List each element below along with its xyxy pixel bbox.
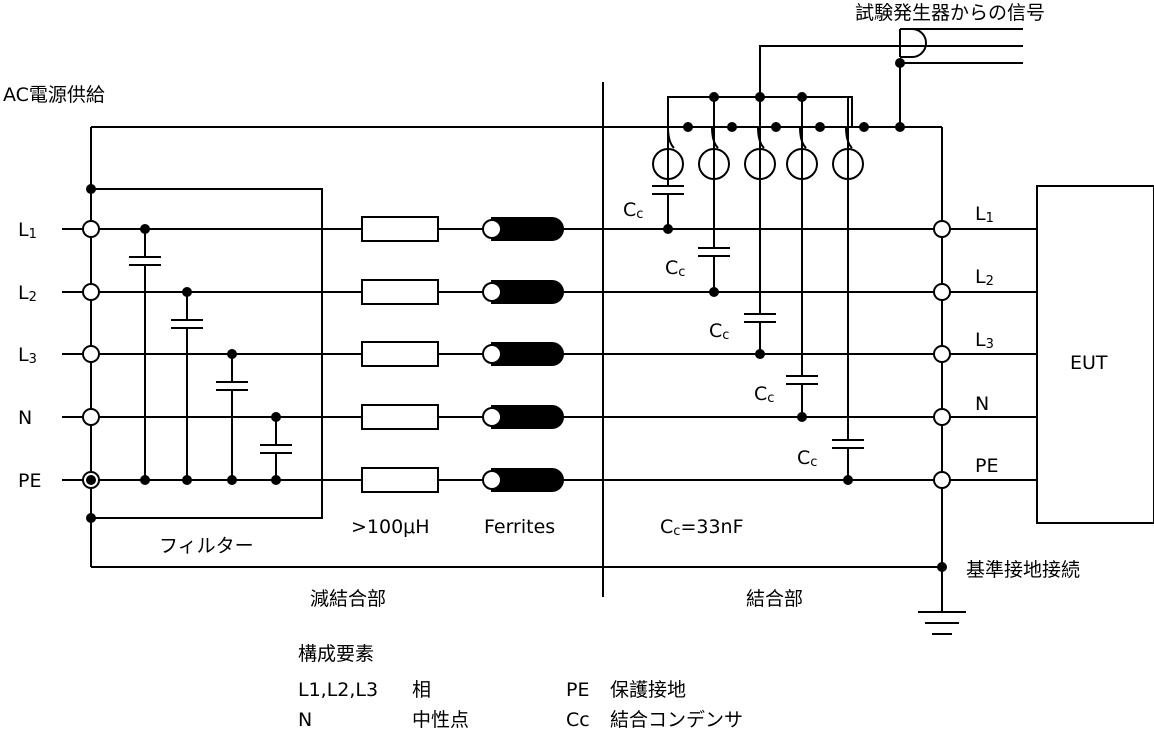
junction-switch-2 [755, 92, 765, 102]
ground-label: 基準接地接続 [966, 559, 1080, 581]
junction-filter-pe-l2 [182, 475, 192, 485]
ferrite-end-pe [482, 470, 502, 490]
coupling-capacitors [652, 97, 864, 480]
eut-line-label-l2: L2 [975, 266, 994, 289]
line-label-l3: L3 [18, 344, 37, 367]
junction-filter-top-l3 [227, 349, 237, 359]
junction-filter-top-l1 [140, 224, 150, 234]
section-decoupling-label: 減結合部 [310, 588, 386, 610]
terminal-right-l3 [933, 345, 951, 363]
ferrite-l3 [491, 342, 564, 366]
junction-bus-filter-bottom [86, 513, 96, 523]
legend-lines-meaning: 相 [412, 679, 431, 701]
eut-line-label-pe: PE [975, 455, 998, 477]
junction-ground-bus [937, 562, 947, 572]
line-label-n: N [18, 407, 32, 429]
cc-label-5: Cc [797, 447, 817, 470]
inductor-pe [361, 467, 439, 493]
junction-topbus-gen [895, 122, 905, 132]
line-label-pe: PE [18, 470, 41, 492]
eut-label: EUT [1070, 352, 1108, 374]
ferrite-l2 [491, 280, 564, 304]
junction-coupling-line-l1 [663, 224, 673, 234]
junction-topbus-3 [771, 122, 781, 132]
terminal-left-l2 [82, 283, 100, 301]
junction-switch-3 [797, 92, 807, 102]
junction-filter-pe-l1 [140, 475, 150, 485]
ferrite-end-l1 [482, 219, 502, 239]
ground-symbol [918, 611, 966, 635]
cc-label-1: Cc [623, 199, 643, 222]
junction-topbus-2 [727, 122, 737, 132]
legend-neutral-label: N [298, 709, 312, 731]
power-title: AC電源供給 [3, 84, 105, 106]
terminal-left-l1 [82, 220, 100, 238]
cc-label-4: Cc [754, 383, 774, 406]
inductor-l1 [361, 216, 439, 242]
legend-cc-meaning: 結合コンデンサ [610, 709, 743, 731]
cc-label-2: Cc [665, 257, 685, 280]
inductor-n [361, 404, 439, 430]
ferrite-pe [491, 468, 564, 492]
junction-topbus-5 [859, 122, 869, 132]
power-lines [62, 216, 951, 493]
junction-switch-1 [709, 92, 719, 102]
junction-filter-top-l2 [182, 287, 192, 297]
junction-bus-pe [86, 475, 96, 485]
terminal-right-l1 [933, 220, 951, 238]
junction-coupling-line-n [797, 412, 807, 422]
filter-capacitors [129, 229, 292, 480]
legend-pe-label: PE [566, 679, 589, 701]
junction-topbus-1 [683, 122, 693, 132]
ferrite-l1 [491, 217, 564, 241]
eut-line-label-l1: L1 [975, 203, 994, 226]
terminal-right-pe [933, 471, 951, 489]
legend-lines-label: L1,L2,L3 [298, 679, 378, 701]
ferrite-end-l2 [482, 282, 502, 302]
junction-bus-filter-top [86, 184, 96, 194]
filter-label: フィルター [159, 535, 254, 557]
ferrite-end-n [482, 407, 502, 427]
section-coupling-label: 結合部 [746, 588, 803, 610]
terminal-right-l2 [933, 283, 951, 301]
legend-title: 構成要素 [298, 643, 374, 665]
junction-gen-signal [895, 58, 905, 68]
legend: 構成要素 L1,L2,L3 相 PE 保護接地 N 中性点 Cc 結合コンデンサ [298, 643, 743, 731]
junction-filter-pe-n [271, 475, 281, 485]
junction-topbus-4 [815, 122, 825, 132]
coupling-value-label: Cc=33nF [660, 516, 744, 539]
inductor-l3 [361, 341, 439, 367]
terminal-right-n [933, 408, 951, 426]
legend-neutral-meaning: 中性点 [412, 709, 469, 731]
junction-filter-pe-l3 [227, 475, 237, 485]
terminal-left-n [82, 408, 100, 426]
cc-label-3: Cc [709, 320, 729, 343]
legend-pe-meaning: 保護接地 [610, 679, 686, 701]
junction-filter-top-n [271, 412, 281, 422]
line-label-l2: L2 [18, 282, 37, 305]
inductor-l2 [361, 279, 439, 305]
inductor-label: >100μH [351, 516, 430, 538]
generator-label: 試験発生器からの信号 [855, 2, 1045, 24]
junction-dots [86, 58, 947, 572]
ferrite-label: Ferrites [484, 516, 555, 538]
eut-line-label-l3: L3 [975, 329, 994, 352]
eut-line-label-n: N [975, 393, 989, 415]
junction-coupling-line-l2 [709, 287, 719, 297]
junction-coupling-line-l3 [755, 349, 765, 359]
terminal-left-l3 [82, 345, 100, 363]
legend-cc-label: Cc [566, 709, 590, 731]
line-label-l1: L1 [18, 219, 37, 242]
eut-box [1036, 185, 1154, 524]
junction-coupling-line-pe [843, 475, 853, 485]
ferrite-n [491, 405, 564, 429]
ferrite-end-l3 [482, 344, 502, 364]
